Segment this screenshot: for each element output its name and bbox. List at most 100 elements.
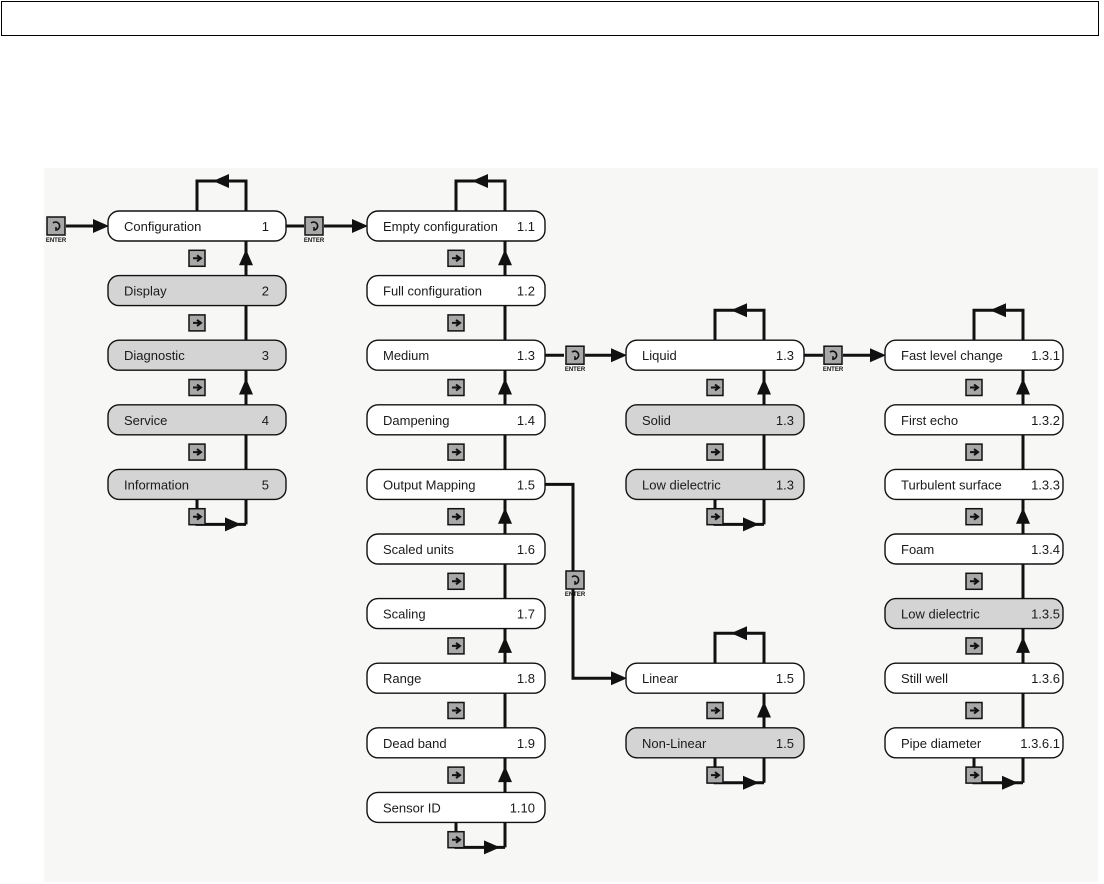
output-menu-next-button[interactable] bbox=[706, 701, 724, 720]
liquid-menu-next-button[interactable] bbox=[965, 378, 983, 397]
config-menu-next-button[interactable] bbox=[447, 766, 465, 784]
enter-icon bbox=[571, 350, 580, 361]
config-menu-next-button[interactable] bbox=[447, 314, 465, 332]
menu-item-frame bbox=[625, 727, 805, 759]
menu-item-code: 1.3 bbox=[776, 413, 794, 428]
liquid-menu-up-arrow bbox=[1016, 378, 1030, 395]
enter-icon bbox=[829, 350, 838, 361]
arrow-right-icon bbox=[970, 642, 980, 650]
menu-item-label: Scaled units bbox=[383, 542, 454, 557]
menu-item-code: 5 bbox=[262, 477, 269, 492]
config-menu-item-dampening[interactable]: Dampening 1.4 bbox=[366, 404, 546, 436]
main-menu-next-button[interactable] bbox=[188, 507, 206, 526]
medium-menu-next-button[interactable] bbox=[706, 443, 724, 461]
enter-icon bbox=[571, 575, 580, 585]
enter-icon bbox=[52, 221, 61, 231]
main-menu-up-arrow bbox=[239, 249, 253, 266]
enter-button-frame bbox=[823, 345, 843, 365]
menu-item-label: Scaling bbox=[383, 607, 426, 622]
menu-item-frame bbox=[366, 662, 546, 694]
arrow-right-icon bbox=[452, 448, 462, 456]
config-menu-next-button[interactable] bbox=[447, 507, 465, 526]
enter-button-liquid[interactable]: ENTER bbox=[823, 345, 844, 373]
config-menu-next-button[interactable] bbox=[447, 830, 465, 849]
enter-button-output[interactable]: ENTER bbox=[565, 570, 586, 598]
enter-label: ENTER bbox=[823, 367, 844, 373]
menu-item-label: Pipe diameter bbox=[901, 736, 982, 751]
menu-item-frame bbox=[366, 533, 546, 565]
enter-button-medium[interactable]: ENTER bbox=[565, 345, 586, 373]
enter-button-start[interactable]: ENTER bbox=[46, 216, 67, 244]
config-menu-next-button[interactable] bbox=[447, 249, 465, 268]
config-menu-next-button[interactable] bbox=[447, 443, 465, 461]
enter-button-frame bbox=[565, 345, 585, 365]
menu-item-label: Medium bbox=[383, 348, 429, 363]
liquid-menu-next-button[interactable] bbox=[965, 572, 983, 591]
menu-item-frame bbox=[107, 274, 287, 307]
menu-item-label: Service bbox=[124, 413, 167, 428]
main-menu-next-button[interactable] bbox=[188, 443, 206, 461]
liquid-menu-next-button[interactable] bbox=[965, 766, 983, 784]
medium-menu-next-button[interactable] bbox=[706, 507, 724, 526]
menu-item-frame bbox=[884, 533, 1064, 565]
liquid-menu-up-arrow bbox=[1016, 636, 1030, 653]
config-menu-next-button[interactable] bbox=[447, 701, 465, 720]
enter-button-config[interactable]: ENTER bbox=[304, 216, 325, 244]
config-menu-next-button[interactable] bbox=[447, 378, 465, 397]
arrow-right-icon bbox=[970, 383, 980, 392]
config-menu-next-button[interactable] bbox=[447, 637, 465, 655]
liquid-menu-next-button[interactable] bbox=[965, 637, 983, 655]
menu-item-label: Dampening bbox=[383, 413, 450, 428]
liquid-menu-up-arrow bbox=[1016, 507, 1030, 524]
liquid-menu-next-button[interactable] bbox=[965, 443, 983, 461]
medium-menu-next-button[interactable] bbox=[706, 378, 724, 397]
menu-item-code: 1.4 bbox=[517, 413, 535, 428]
arrow-right-icon bbox=[970, 512, 980, 521]
output-menu-next-button[interactable] bbox=[706, 766, 724, 784]
menu-item-frame bbox=[366, 274, 546, 307]
menu-item-label: Linear bbox=[642, 671, 679, 686]
main-menu-next-button[interactable] bbox=[188, 378, 206, 397]
menu-item-frame bbox=[107, 210, 287, 242]
link-config-output-arrow bbox=[611, 671, 627, 686]
menu-item-frame bbox=[625, 468, 805, 501]
output-menu-loop-arrow-bottom bbox=[743, 775, 759, 790]
config-menu-next-button[interactable] bbox=[447, 572, 465, 591]
menu-item-label: Low dielectric bbox=[901, 607, 980, 622]
main-menu-next-button[interactable] bbox=[188, 249, 206, 268]
liquid-menu-next-button[interactable] bbox=[965, 701, 983, 720]
menu-item-frame bbox=[107, 404, 287, 436]
main-menu-next-button[interactable] bbox=[188, 314, 206, 332]
menu-item-code: 1.9 bbox=[517, 736, 535, 751]
liquid-menu-next-button[interactable] bbox=[965, 507, 983, 526]
medium-menu-up-arrow bbox=[757, 378, 771, 395]
menu-item-frame bbox=[884, 468, 1064, 501]
